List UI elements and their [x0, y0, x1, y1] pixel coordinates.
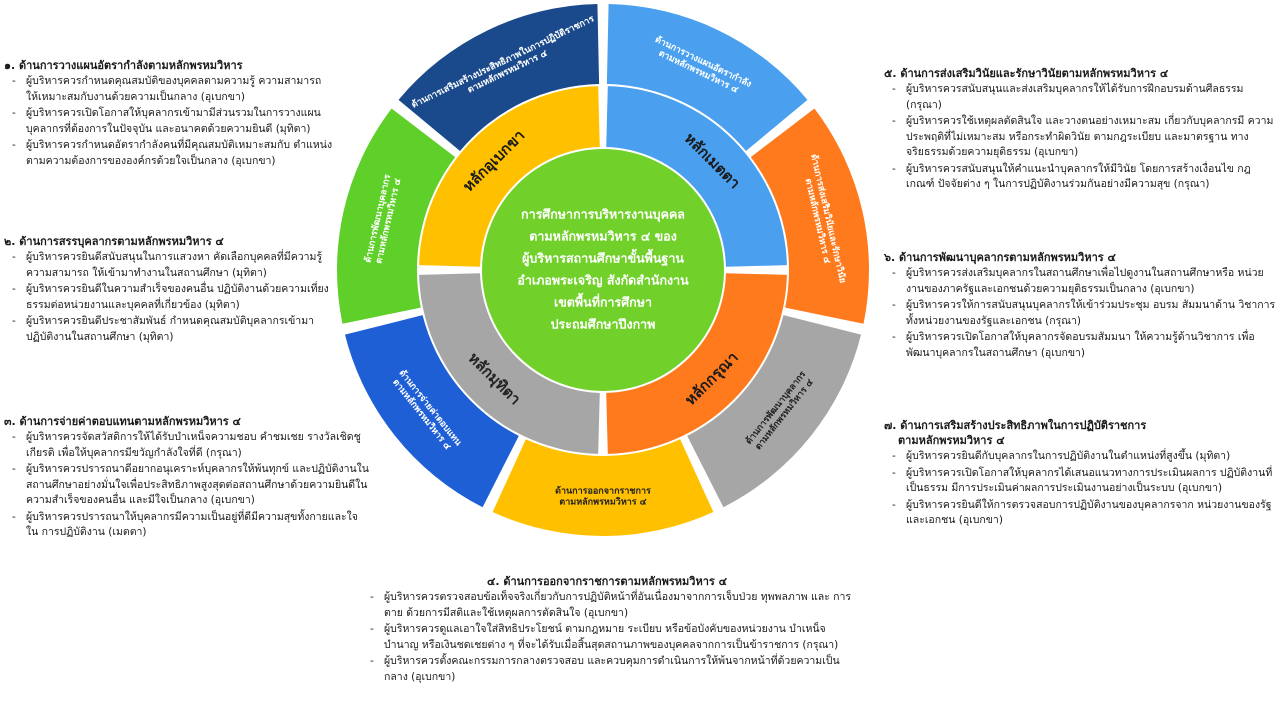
principles-wheel-diagram: ด้านการวางแผนอัตรากำลังตามหลักพรหมวิหาร … — [337, 4, 869, 536]
principle-segment — [419, 273, 600, 454]
list-item: ผู้บริหารควรยินดีกับบุคลากรในการปฏิบัติง… — [884, 449, 1276, 465]
outer-segment — [492, 439, 714, 536]
principle-segment — [606, 86, 787, 267]
list-item: ผู้บริหารควรยินดีในความสำเร็จของคนอื่น ป… — [4, 282, 336, 313]
list-item: ผู้บริหารควรปรารถนาดีอยากอนุเคราะห์บุคลา… — [4, 462, 370, 509]
list-item: ผู้บริหารควรใช้เหตุผลตัดสินใจ และวางตนอย… — [884, 114, 1276, 161]
list-item: ผู้บริหารควรตั้งคณะกรรมการกลางตรวจสอบ แล… — [362, 654, 852, 685]
outer-segment — [750, 108, 869, 324]
panel-title: ๔. ด้านการออกจากราชการตามหลักพรหมวิหาร ๔ — [487, 575, 727, 588]
list-item: ผู้บริหารควรสนับสนุนและส่งเสริมบุคลากรให… — [884, 82, 1276, 113]
list-item: ผู้บริหารควรให้การสนับสนุนบุคลากรให้เข้า… — [884, 298, 1276, 329]
list-item: ผู้บริหารควรส่งเสริมบุคลากรในสถานศึกษาเพ… — [884, 266, 1276, 297]
outer-ring — [337, 4, 869, 536]
list-item: ผู้บริหารควรตรวจสอบข้อเท็จจริงเกี่ยวกับก… — [362, 590, 852, 621]
panel-discipline: ๕. ด้านการส่งเสริมวินัยและรักษาวินัยตามห… — [884, 66, 1276, 194]
outer-segment — [337, 108, 456, 324]
outer-segment — [687, 315, 862, 508]
panel-title: ๓. ด้านการจ่ายค่าตอบแทนตามหลักพรหมวิหาร … — [4, 415, 241, 428]
list-item: ผู้บริหารควรสนับสนุนให้คำแนะนำบุคลากรให้… — [884, 162, 1276, 193]
panel-title: ๑. ด้านการวางแผนอัตรากำลังตามหลักพรหมวิห… — [4, 59, 243, 72]
list-item: ผู้บริหารควรเปิดโอกาสให้บุคลากรได้เสนอแน… — [884, 466, 1276, 497]
list-item: ผู้บริหารควรเปิดโอกาสให้บุคลากรจัดอบรมสั… — [884, 330, 1276, 361]
outer-segment — [398, 4, 600, 152]
panel-title: ๕. ด้านการส่งเสริมวินัยและรักษาวินัยตามห… — [884, 67, 1169, 80]
panel-recruitment: ๒. ด้านการสรรบุคลากรตามหลักพรหมวิหาร ๔ ผ… — [4, 234, 336, 346]
panel-workforce-planning: ๑. ด้านการวางแผนอัตรากำลังตามหลักพรหมวิห… — [4, 58, 334, 170]
panel-title: ๖. ด้านการพัฒนาบุคลากรตามหลักพรหมวิหาร ๔ — [884, 251, 1116, 264]
list-item: ผู้บริหารควรกำหนดคุณสมบัติของบุคคลตามควา… — [4, 74, 334, 105]
list-item: ผู้บริหารควรยินดีให้การตรวจสอบการปฏิบัติ… — [884, 498, 1276, 529]
list-item: ผู้บริหารควรดูแลเอาใจใส่สิทธิประโยชน์ ตา… — [362, 622, 852, 653]
panel-performance-efficiency: ๗. ด้านการเสริมสร้างประสิทธิภาพในการปฏิบ… — [884, 418, 1276, 530]
panel-personnel-development: ๖. ด้านการพัฒนาบุคลากรตามหลักพรหมวิหาร ๔… — [884, 250, 1276, 362]
panel-title: ๗. ด้านการเสริมสร้างประสิทธิภาพในการปฏิบ… — [884, 418, 1276, 448]
panel-title-line1: ๗. ด้านการเสริมสร้างประสิทธิภาพในการปฏิบ… — [884, 419, 1147, 432]
panel-retirement: ๔. ด้านการออกจากราชการตามหลักพรหมวิหาร ๔… — [362, 574, 852, 686]
principle-segment — [606, 273, 787, 454]
panel-title: ๒. ด้านการสรรบุคลากรตามหลักพรหมวิหาร ๔ — [4, 235, 224, 248]
panel-title-line2: ตามหลักพรหมวิหาร ๔ — [898, 434, 1005, 447]
list-item: ผู้บริหารควรกำหนดอัตรากำลังคนที่มีคุณสมบ… — [4, 138, 334, 169]
list-item: ผู้บริหารควรจัดสวัสดิการให้ได้รับบำเหน็จ… — [4, 430, 370, 461]
outer-segment-label: ด้านการออกจากราชการตามหลักพรหมวิหาร ๔ — [555, 485, 651, 507]
list-item: ผู้บริหารควรปรารถนาให้บุคลากรมีความเป็นอ… — [4, 510, 370, 541]
list-item: ผู้บริหารควรยินดีสนับสนุนในการแสวงหา คัด… — [4, 250, 336, 281]
list-item: ผู้บริหารควรยินดีประชาสัมพันธ์ กำหนดคุณส… — [4, 314, 336, 345]
inner-ring — [419, 86, 787, 454]
outer-segment — [344, 315, 519, 508]
panel-compensation: ๓. ด้านการจ่ายค่าตอบแทนตามหลักพรหมวิหาร … — [4, 414, 370, 542]
principle-segment — [419, 86, 600, 267]
outer-segment — [606, 4, 808, 152]
center-circle — [482, 149, 724, 391]
list-item: ผู้บริหารควรเปิดโอกาสให้บุคลากรเข้ามามีส… — [4, 106, 334, 137]
center-title: การศึกษาการบริหารงานบุคคลตามหลักพรหมวิหา… — [517, 207, 689, 332]
